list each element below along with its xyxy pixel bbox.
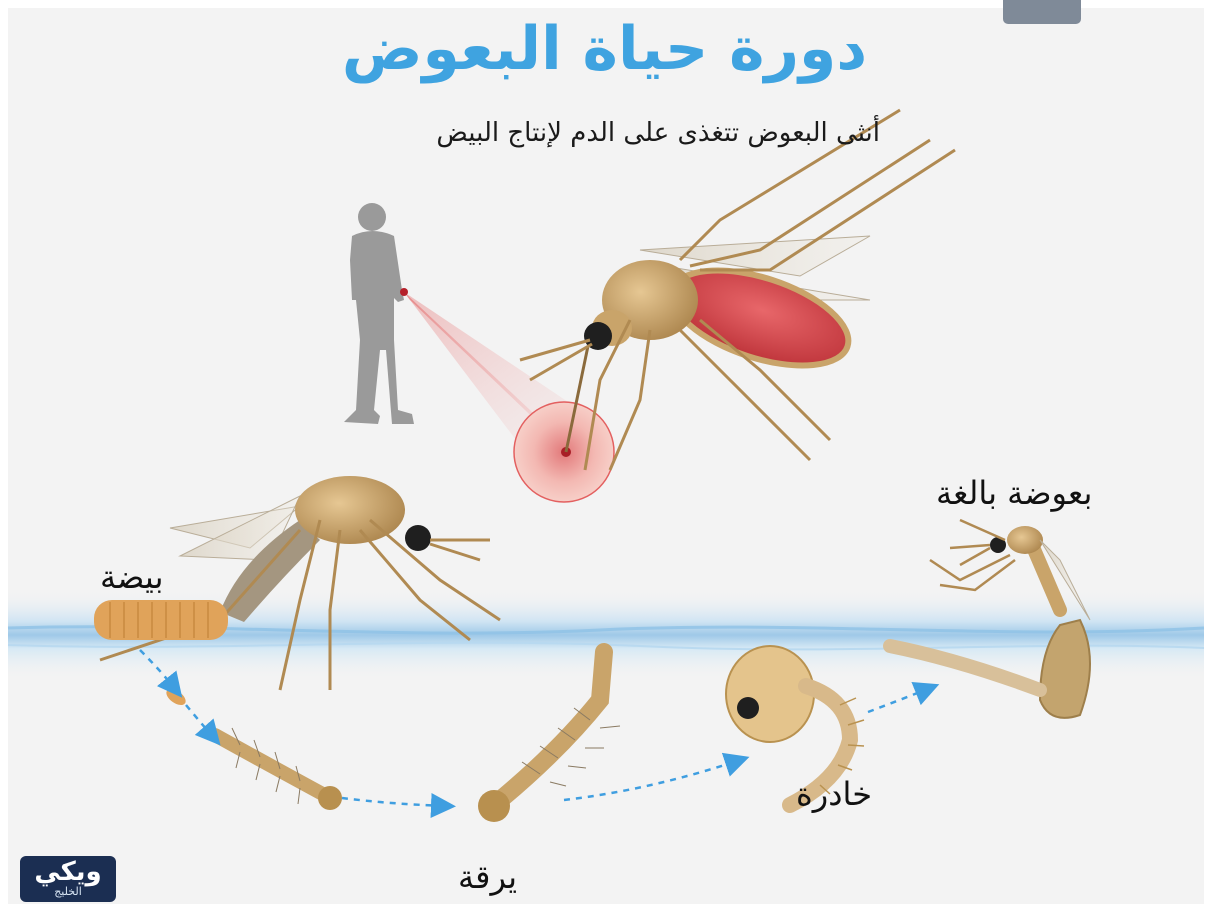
logo-sub-text: الخليج <box>20 885 116 898</box>
larva-small <box>215 728 342 810</box>
arrow-larva-to-pupa <box>564 760 740 800</box>
human-silhouette <box>344 203 414 424</box>
label-larva: يرقة <box>458 858 517 896</box>
site-logo: ويكي الخليج <box>20 856 116 902</box>
label-egg: بيضة <box>100 558 163 596</box>
arrow-egg-to-larva <box>186 705 214 738</box>
arrow-larva-to-larva <box>342 798 446 806</box>
label-adult: بعوضة بالغة <box>936 474 1092 512</box>
subtitle: أنثى البعوض تتغذى على الدم لإنتاج البيض <box>330 118 880 148</box>
logo-main-text: ويكي <box>20 856 116 888</box>
page-title: دورة حياة البعوض <box>0 14 1209 84</box>
label-pupa: خادرة <box>796 775 872 813</box>
arrow-pupa-to-adult <box>868 688 930 712</box>
bite-beam <box>400 288 614 502</box>
